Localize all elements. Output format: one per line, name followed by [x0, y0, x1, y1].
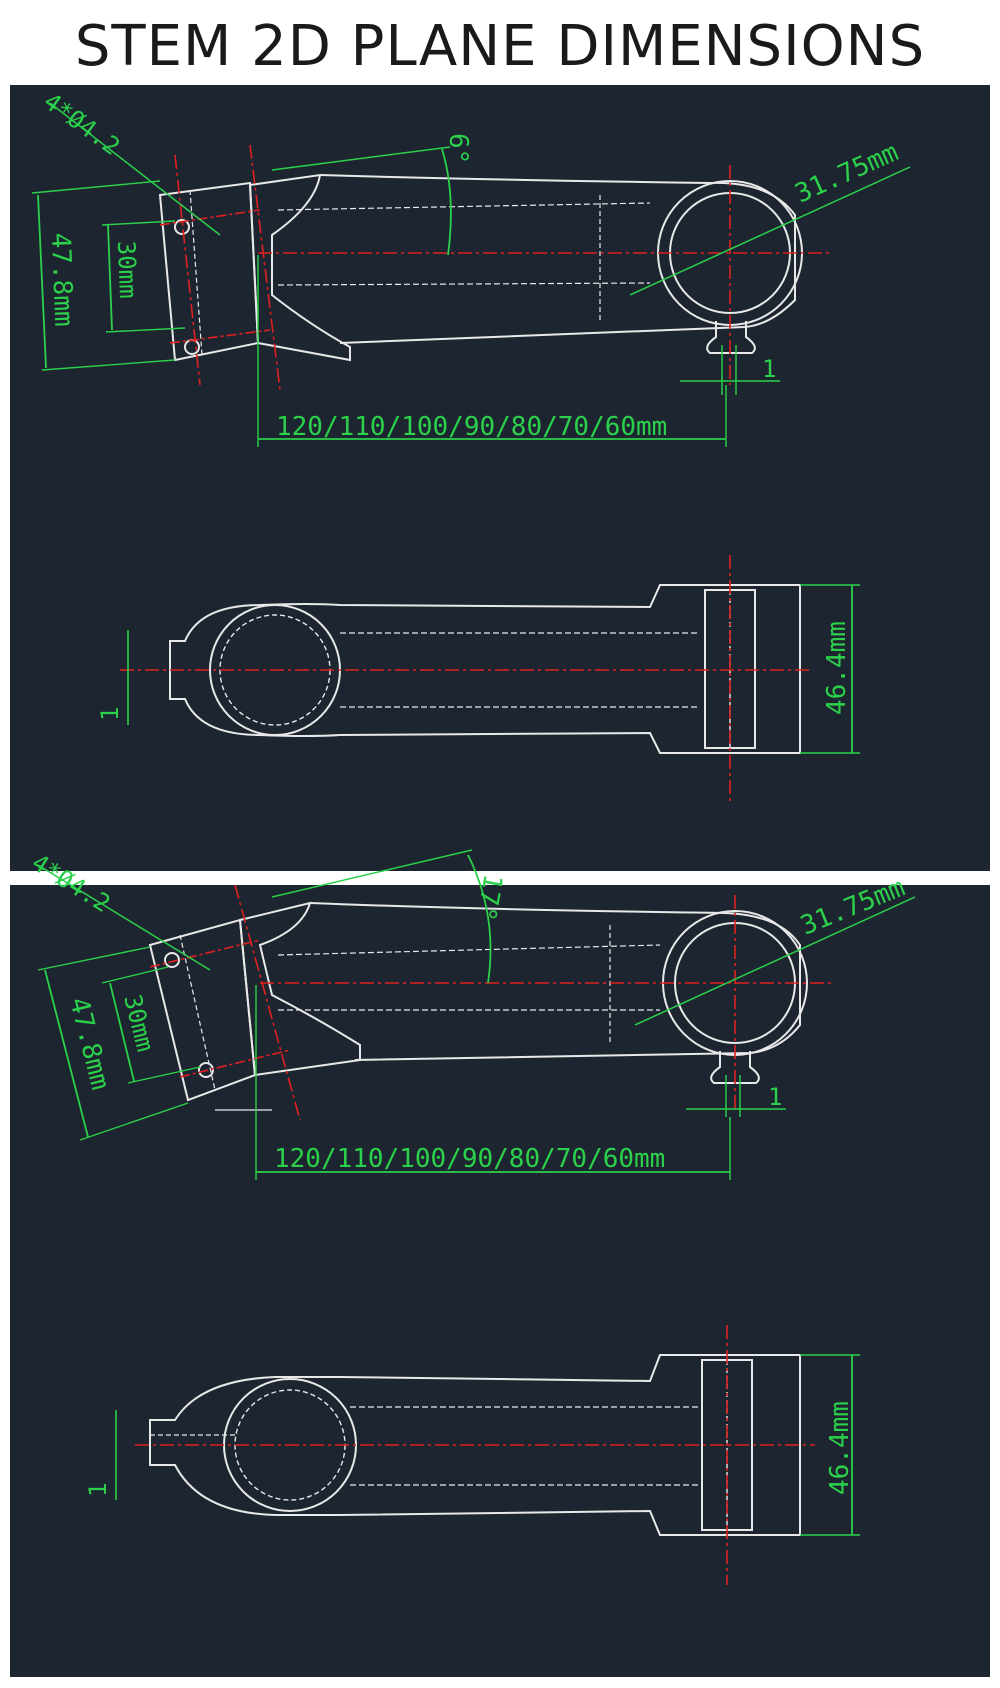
top-gap-label: 1: [84, 1483, 112, 1497]
bar-diameter-leader: [634, 896, 916, 1026]
top-gap-label: 1: [96, 707, 124, 721]
steerer-clamp-outline: [148, 918, 257, 1102]
length-label: 120/110/100/90/80/70/60mm: [274, 1144, 665, 1174]
clamp-height-dimension-line: [44, 969, 89, 1138]
clamp-height-label: 47.8mm: [45, 232, 78, 327]
bolt-spacing-ext-bottom: [127, 1066, 201, 1084]
clamp-height-dimension-line: [37, 194, 47, 369]
bolt-hole-upper: [164, 952, 180, 968]
top-view: 46.4mm 1: [96, 555, 860, 805]
clamp-height-ext-top: [31, 180, 161, 194]
body-hidden-upper: [277, 202, 651, 211]
clamp-height-ext-bottom: [41, 359, 176, 371]
bolt-axis-upper: [159, 209, 261, 226]
drawing-panel-6deg: 6° 4*Ø4.2 47.8mm 30mm 31.75mm 1: [10, 85, 990, 871]
bolt-spacing-label: 30mm: [112, 240, 142, 299]
angle-extension-line: [271, 849, 473, 898]
bolt-spacing-ext-top: [101, 966, 169, 984]
stem-body-outline: [319, 174, 796, 344]
bolt-spacing-ext-top: [101, 220, 176, 226]
bolt-hole-upper: [174, 219, 190, 235]
bar-diameter-leader: [629, 166, 911, 296]
angle-dimension-arc: [441, 148, 452, 256]
steerer-axis: [174, 154, 201, 386]
clamp-hidden-edge: [179, 934, 216, 1091]
bolt-spacing-ext-bottom: [105, 327, 186, 333]
bolt-hole-lower: [198, 1062, 214, 1078]
angle-label: 17°: [470, 872, 508, 923]
stem-drawing-6deg: 6° 4*Ø4.2 47.8mm 30mm 31.75mm 1: [31, 87, 911, 805]
steerer-centerline: [234, 884, 301, 1121]
page-title: STEM 2D PLANE DIMENSIONS: [74, 14, 926, 79]
bar-diameter-label: 31.75mm: [791, 137, 903, 209]
bolt-spacing-dimension-line: [107, 224, 113, 331]
steerer-clamp-outline: [158, 181, 260, 362]
bar-diameter-label: 31.75mm: [796, 873, 909, 942]
clamp-hidden-edge: [189, 189, 203, 356]
stem-drawing-17deg: 17° 4*Ø4.2 47.8mm 30mm 31.75mm 1 120/110…: [27, 848, 916, 1585]
stem-body-outline: [309, 902, 801, 1061]
clamp-height-ext-top: [37, 946, 151, 971]
side-view: 17° 4*Ø4.2 47.8mm 30mm 31.75mm 1 120/110…: [27, 848, 916, 1180]
stem-neck-outline: [248, 173, 351, 362]
length-label: 120/110/100/90/80/70/60mm: [276, 412, 667, 442]
clamp-tab: [706, 321, 756, 354]
gap-label: 1: [768, 1083, 782, 1111]
clamp-height-ext-bottom: [79, 1102, 189, 1141]
angle-dimension-arc: [467, 854, 492, 984]
top-view: 46.4mm 1: [84, 1325, 860, 1585]
gap-label: 1: [762, 355, 776, 383]
clamp-height-label: 47.8mm: [63, 994, 115, 1092]
bolt-leader-line: [49, 102, 221, 236]
drawing-panel-17deg: 17° 4*Ø4.2 47.8mm 30mm 31.75mm 1 120/110…: [10, 848, 990, 1677]
bolt-leader-line: [37, 864, 211, 971]
top-view-outline: [149, 1354, 801, 1536]
bolt-hole-label: 4*Ø4.2: [38, 87, 125, 161]
steerer-centerline: [249, 144, 281, 391]
stem-neck-outline: [238, 901, 361, 1077]
angle-label: 6°: [443, 133, 473, 164]
bolt-axis-lower: [169, 329, 271, 344]
bolt-spacing-dimension-line: [109, 982, 135, 1082]
angle-extension-line: [271, 146, 451, 171]
side-view: 6° 4*Ø4.2 47.8mm 30mm 31.75mm 1: [31, 87, 911, 447]
top-width-label: 46.4mm: [825, 1401, 855, 1495]
body-hidden-upper: [277, 944, 661, 956]
bolt-hole-lower: [184, 339, 200, 355]
top-width-label: 46.4mm: [822, 621, 852, 715]
body-hidden-lower: [277, 282, 651, 286]
